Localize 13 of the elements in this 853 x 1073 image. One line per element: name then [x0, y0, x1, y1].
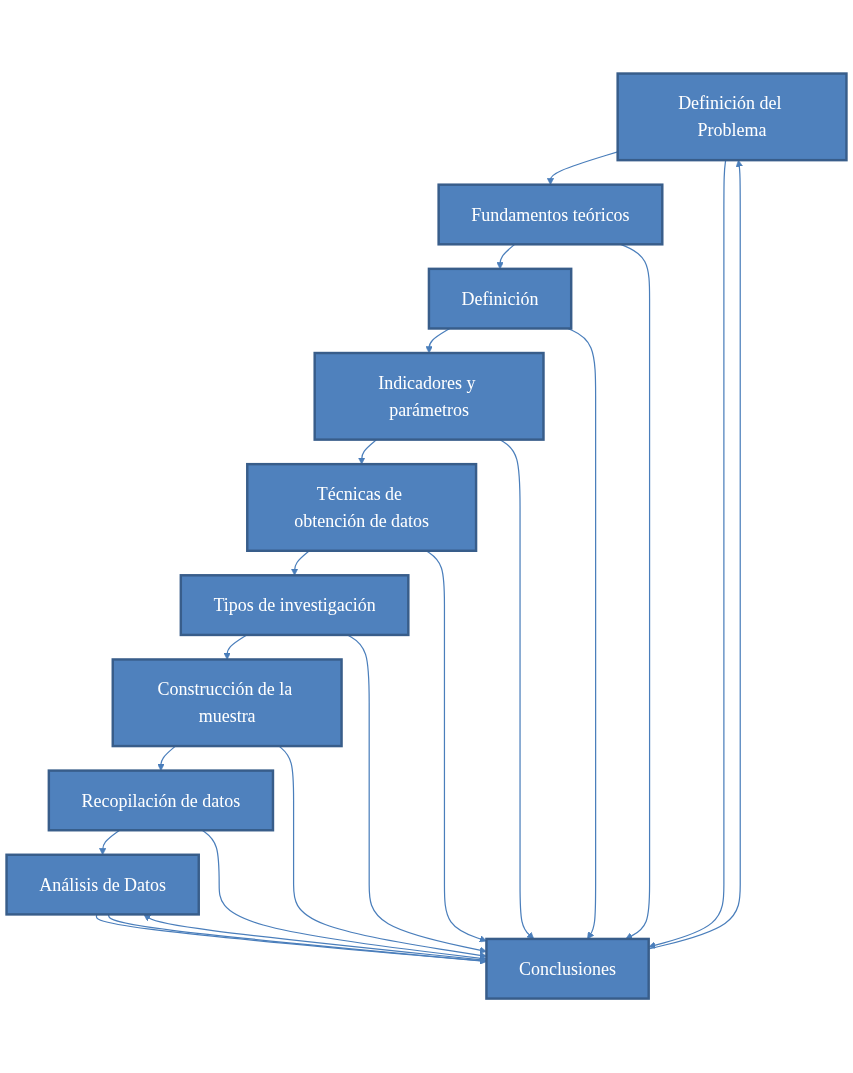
node-box: Construcción de la muestra: [111, 658, 343, 748]
node-box: Recopilación de datos: [47, 769, 275, 832]
node-box: Técnicas de obtención de datos: [246, 463, 478, 553]
node-box: Definición del Problema: [616, 72, 848, 162]
node-box: Conclusiones: [485, 938, 650, 1001]
arrow: [496, 244, 516, 270]
node-box: Análisis de Datos: [5, 853, 200, 917]
node-box: Definición: [427, 268, 573, 331]
node-box: Tipos de investigación: [179, 574, 410, 637]
node-box: Indicadores y parámetros: [313, 352, 545, 442]
arrow: [648, 160, 743, 951]
node-box: Fundamentos teóricos: [437, 183, 664, 246]
arrow: [648, 160, 727, 950]
